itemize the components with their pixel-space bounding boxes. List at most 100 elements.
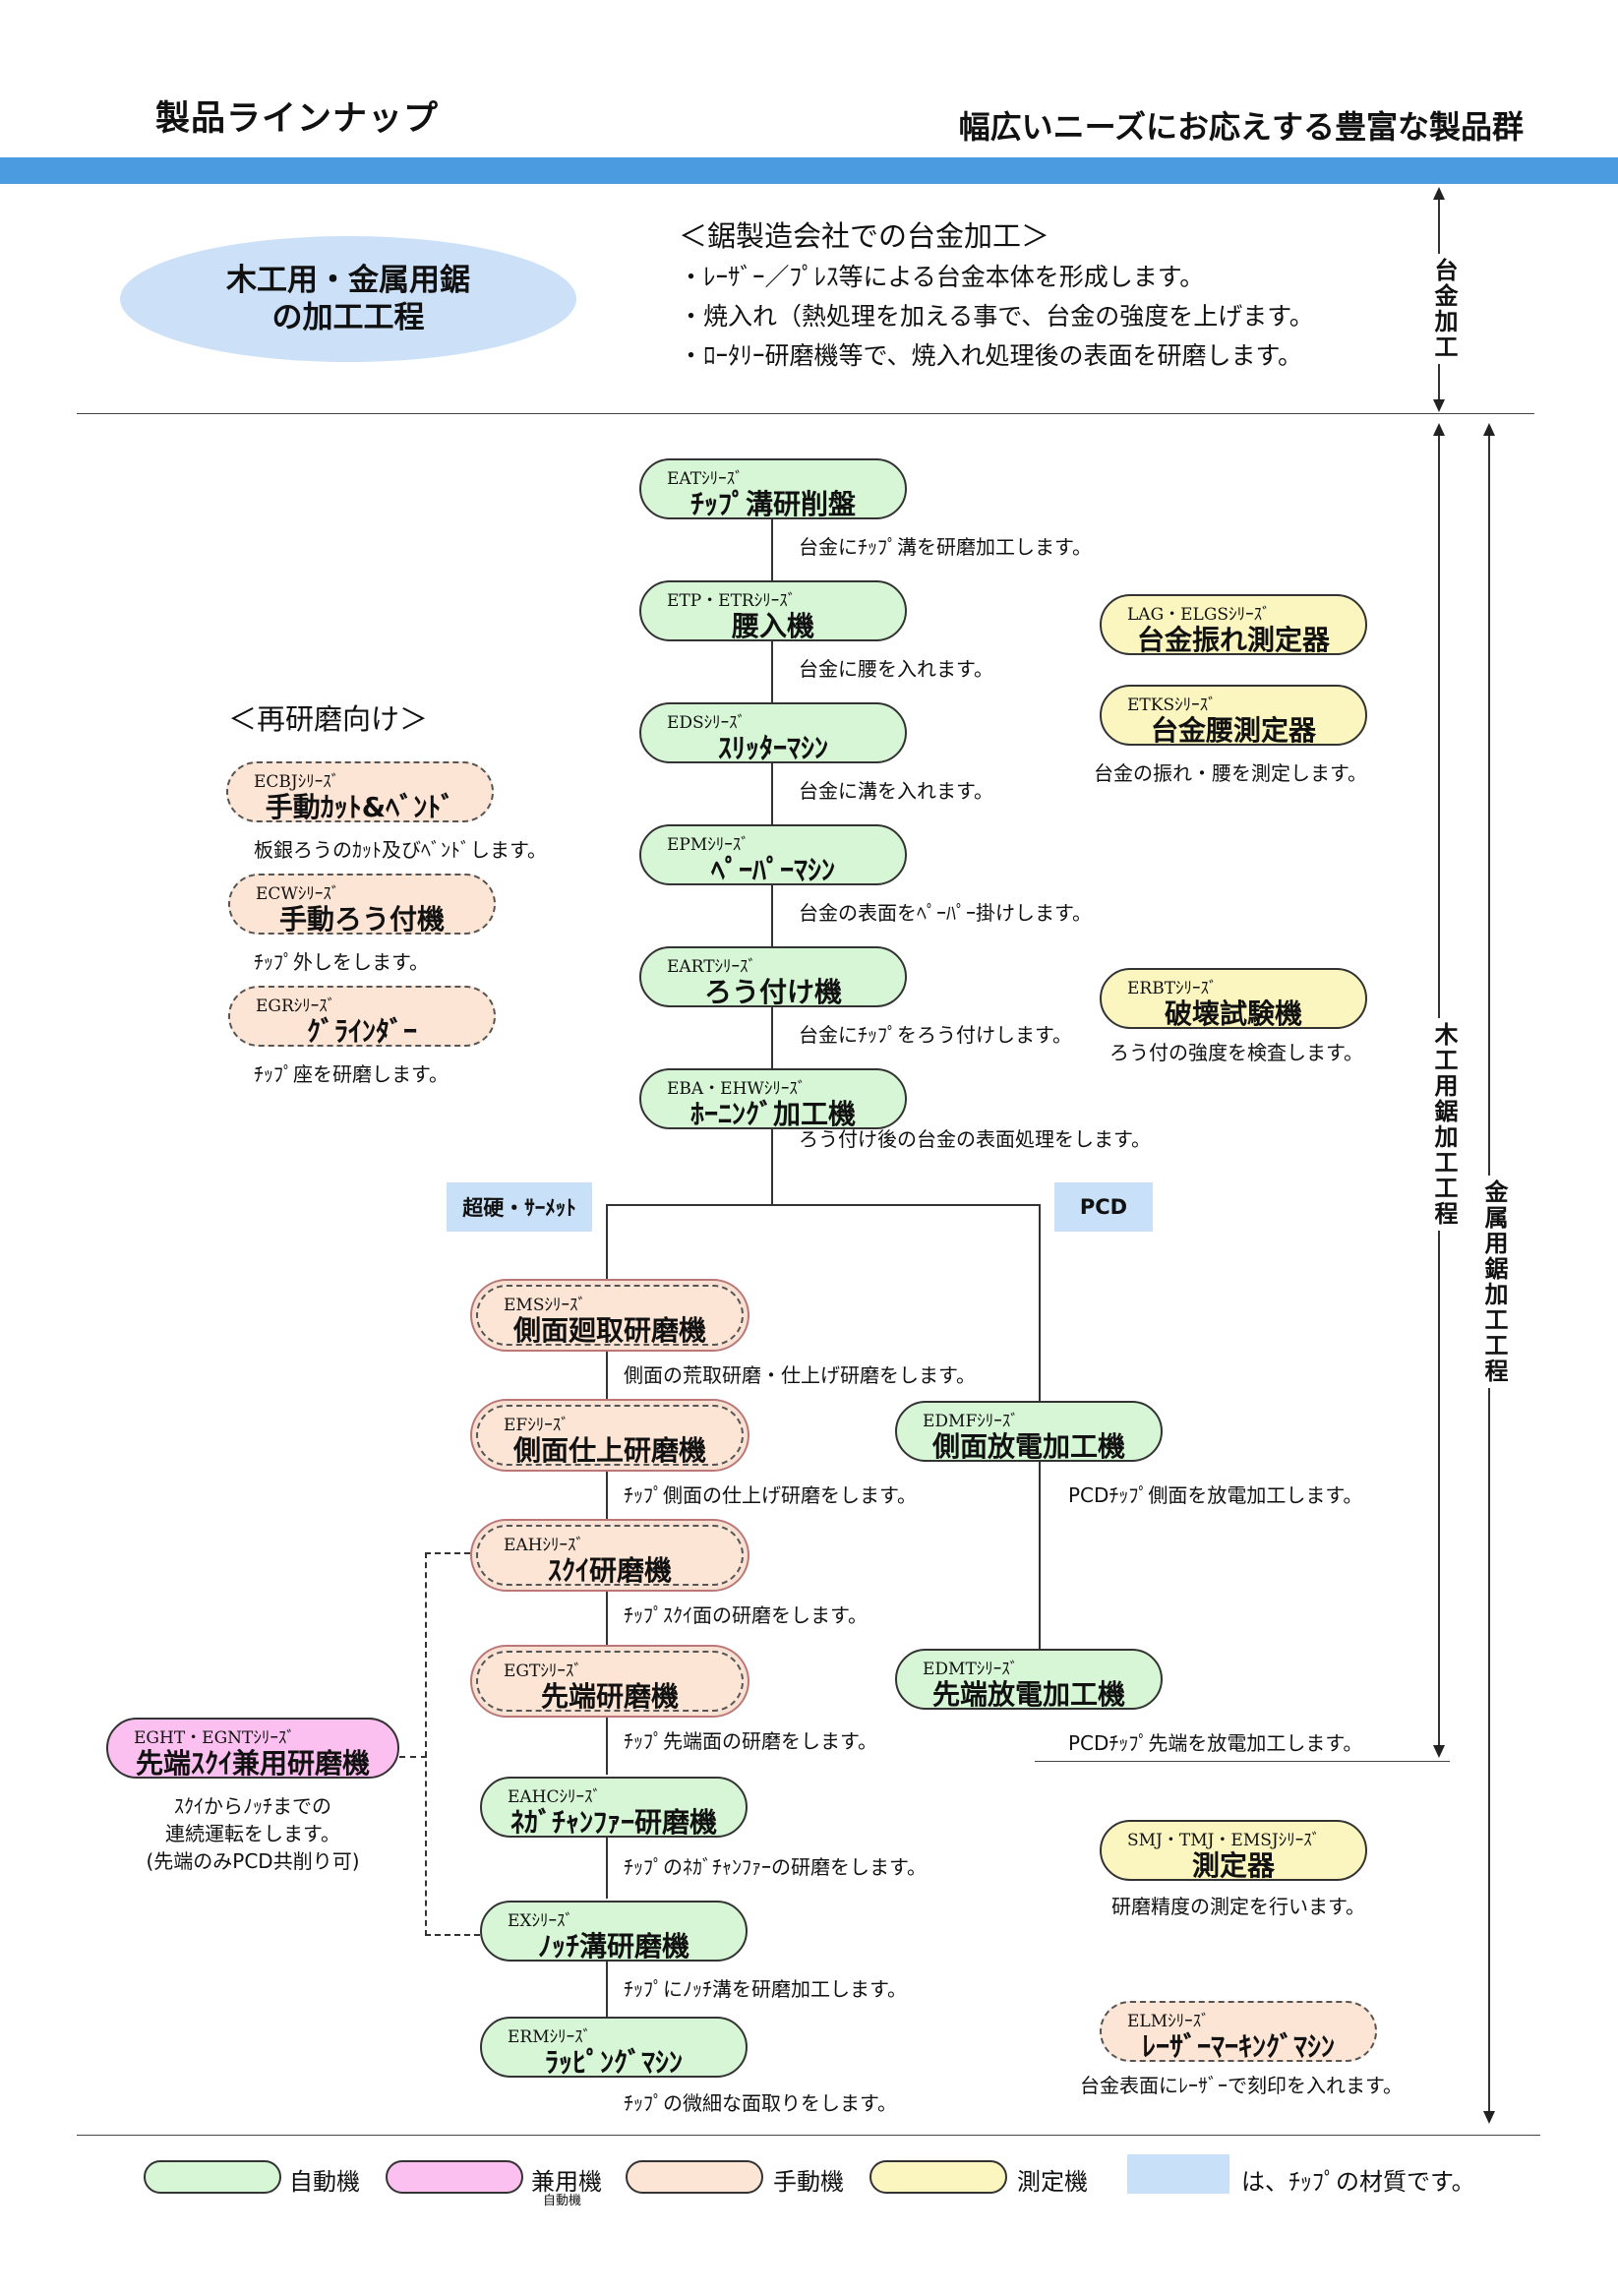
machine-eahc[interactable]: EAHCｼﾘｰｽﾞ ﾈｶﾞﾁｬﾝﾌｧｰ研磨機 bbox=[480, 1777, 748, 1839]
machine-name: 手動ｶｯﾄ&ﾍﾞﾝﾄﾞ bbox=[265, 791, 455, 823]
machine-name: 手動ろう付機 bbox=[278, 903, 445, 936]
series-label: ERMｼﾘｰｽﾞ bbox=[508, 2027, 592, 2047]
machine-etks[interactable]: ETKSｼﾘｰｽﾞ 台金腰測定器 bbox=[1100, 685, 1367, 747]
arrow-head-up-icon bbox=[1433, 187, 1445, 200]
divider-bottom bbox=[77, 2135, 1540, 2136]
series-label: EATｼﾘｰｽﾞ bbox=[667, 469, 744, 489]
machine-eat[interactable]: EATｼﾘｰｽﾞ ﾁｯﾌﾟ溝研削盤 bbox=[639, 458, 907, 520]
machine-desc: PCDﾁｯﾌﾟ先端を放電加工します。 bbox=[1068, 1731, 1363, 1755]
legend-label-manual: 手動機 bbox=[773, 2168, 844, 2196]
machine-name: 腰入機 bbox=[731, 610, 814, 642]
machine-name: ﾉｯﾁ溝研磨機 bbox=[537, 1930, 689, 1963]
divider-wood-end bbox=[1035, 1761, 1450, 1762]
intro-text: ＜鋸製造会社での台金加工＞ ・ﾚｰｻﾞｰ／ﾌﾟﾚｽ等による台金本体を形成します。… bbox=[679, 216, 1314, 376]
machine-name: ｸﾞﾗｲﾝﾀﾞｰ bbox=[306, 1015, 417, 1048]
series-label: EGTｼﾘｰｽﾞ bbox=[504, 1662, 582, 1681]
series-label: EGRｼﾘｰｽﾞ bbox=[256, 997, 336, 1016]
machine-ecw[interactable]: ECWｼﾘｰｽﾞ 手動ろう付機 bbox=[228, 874, 496, 936]
machine-ef[interactable]: EFｼﾘｰｽﾞ 側面仕上研磨機 bbox=[476, 1405, 744, 1467]
machine-eah[interactable]: EAHｼﾘｰｽﾞ ｽｸｲ研磨機 bbox=[476, 1525, 744, 1587]
machine-name: 先端ｽｸｲ兼用研磨機 bbox=[135, 1747, 370, 1780]
machine-name: 破壊試験機 bbox=[1164, 997, 1302, 1030]
machine-desc: PCDﾁｯﾌﾟ側面を放電加工します。 bbox=[1068, 1483, 1363, 1507]
machine-name: ｽﾘｯﾀｰﾏｼﾝ bbox=[717, 732, 828, 764]
machine-name: ﾁｯﾌﾟ溝研削盤 bbox=[689, 488, 856, 520]
connector bbox=[1039, 1204, 1041, 1401]
machine-epm[interactable]: EPMｼﾘｰｽﾞ ﾍﾟｰﾊﾟｰﾏｼﾝ bbox=[639, 824, 907, 886]
connector bbox=[606, 1346, 608, 1401]
machine-etp[interactable]: ETP・ETRｼﾘｰｽﾞ 腰入機 bbox=[639, 580, 907, 642]
machine-eba[interactable]: EBA・EHWｼﾘｰｽﾞ ﾎｰﾆﾝｸﾞ加工機 bbox=[639, 1068, 907, 1130]
connector bbox=[771, 1006, 773, 1077]
machine-ecbj[interactable]: ECBJｼﾘｰｽﾞ 手動ｶｯﾄ&ﾍﾞﾝﾄﾞ bbox=[226, 761, 494, 823]
combo-bracket bbox=[425, 1552, 480, 1936]
connector bbox=[606, 1962, 608, 2017]
series-label: EFｼﾘｰｽﾞ bbox=[504, 1416, 569, 1435]
divider-top bbox=[77, 413, 1534, 414]
legend-swatch-auto bbox=[144, 2160, 281, 2194]
machine-name: 側面廻取研磨機 bbox=[512, 1314, 706, 1347]
machine-desc: ろう付け後の台金の表面処理をします。 bbox=[799, 1127, 1151, 1151]
legend-label-combo: 兼用機 bbox=[531, 2168, 602, 2196]
combo-link bbox=[399, 1756, 427, 1758]
connector bbox=[606, 1204, 608, 1279]
connector bbox=[771, 640, 773, 711]
machine-desc: ﾁｯﾌﾟｽｸｲ面の研磨をします。 bbox=[624, 1603, 868, 1627]
machine-smj[interactable]: SMJ・TMJ・EMSJｼﾘｰｽﾞ 測定器 bbox=[1100, 1820, 1367, 1882]
machine-desc: 台金にﾁｯﾌﾟ溝を研磨加工します。 bbox=[799, 535, 1092, 559]
machine-name: 先端放電加工機 bbox=[931, 1678, 1125, 1711]
connector bbox=[606, 1712, 608, 1775]
machine-name: 台金腰測定器 bbox=[1150, 714, 1316, 747]
machine-edmt[interactable]: EDMTｼﾘｰｽﾞ 先端放電加工機 bbox=[895, 1649, 1163, 1711]
arrow-head-down-icon bbox=[1433, 1745, 1445, 1758]
machine-ems[interactable]: EMSｼﾘｰｽﾞ 側面廻取研磨機 bbox=[476, 1285, 744, 1347]
arrow-head-down-icon bbox=[1483, 2111, 1495, 2124]
combo-desc-line: 連続運転をします。 bbox=[165, 1822, 340, 1845]
machine-desc: ろう付の強度を検査します。 bbox=[1109, 1041, 1363, 1064]
side-label-metal: 金属用鋸加工工程 bbox=[1477, 1176, 1512, 1388]
series-label: EDMFｼﾘｰｽﾞ bbox=[923, 1412, 1019, 1431]
series-label: ELMｼﾘｰｽﾞ bbox=[1127, 2012, 1210, 2031]
series-label: ETP・ETRｼﾘｰｽﾞ bbox=[667, 591, 797, 611]
machine-egr[interactable]: EGRｼﾘｰｽﾞ ｸﾞﾗｲﾝﾀﾞｰ bbox=[228, 986, 496, 1048]
series-label: ECWｼﾘｰｽﾞ bbox=[256, 884, 340, 904]
machine-desc: ﾁｯﾌﾟ先端面の研磨をします。 bbox=[624, 1729, 877, 1753]
machine-erm[interactable]: ERMｼﾘｰｽﾞ ﾗｯﾋﾟﾝｸﾞﾏｼﾝ bbox=[480, 2017, 748, 2079]
machine-eght[interactable]: EGHT・EGNTｼﾘｰｽﾞ 先端ｽｸｲ兼用研磨機 bbox=[106, 1718, 399, 1780]
side-label-top: 台金加工 bbox=[1427, 254, 1462, 364]
connector bbox=[606, 1466, 608, 1521]
series-label: ECBJｼﾘｰｽﾞ bbox=[254, 772, 340, 792]
machine-eds[interactable]: EDSｼﾘｰｽﾞ ｽﾘｯﾀｰﾏｼﾝ bbox=[639, 702, 907, 764]
branch-line bbox=[606, 1204, 1041, 1206]
series-label: EGHT・EGNTｼﾘｰｽﾞ bbox=[134, 1728, 295, 1748]
machine-desc: 台金の表面をﾍﾟｰﾊﾟｰ掛けします。 bbox=[799, 901, 1092, 925]
machine-name: ﾗｯﾋﾟﾝｸﾞﾏｼﾝ bbox=[544, 2046, 683, 2079]
machine-lag[interactable]: LAG・ELGSｼﾘｰｽﾞ 台金振れ測定器 bbox=[1100, 594, 1367, 656]
connector bbox=[606, 1836, 608, 1899]
connector bbox=[771, 762, 773, 833]
series-label: EBA・EHWｼﾘｰｽﾞ bbox=[667, 1079, 807, 1099]
series-label: EDMTｼﾘｰｽﾞ bbox=[923, 1660, 1019, 1679]
machine-egt[interactable]: EGTｼﾘｰｽﾞ 先端研磨機 bbox=[476, 1651, 744, 1713]
machine-desc: 研磨精度の測定を行います。 bbox=[1111, 1895, 1365, 1918]
machine-desc: ﾁｯﾌﾟ座を研磨します。 bbox=[254, 1062, 449, 1086]
ellipse-line1: 木工用・金属用鋸 bbox=[226, 263, 470, 298]
machine-name: ﾚｰｻﾞｰﾏｰｷﾝｸﾞﾏｼﾝ bbox=[1141, 2030, 1335, 2063]
machine-erbt[interactable]: ERBTｼﾘｰｽﾞ 破壊試験機 bbox=[1100, 968, 1367, 1030]
machine-edmf[interactable]: EDMFｼﾘｰｽﾞ 側面放電加工機 bbox=[895, 1401, 1163, 1463]
machine-eart[interactable]: EARTｼﾘｰｽﾞ ろう付け機 bbox=[639, 946, 907, 1008]
machine-desc: 台金の振れ・腰を測定します。 bbox=[1094, 761, 1367, 785]
machine-desc: 台金にﾁｯﾌﾟをろう付けします。 bbox=[799, 1023, 1072, 1047]
ellipse-line2: の加工工程 bbox=[271, 300, 425, 335]
machine-name: ﾍﾟｰﾊﾟｰﾏｼﾝ bbox=[710, 854, 835, 886]
series-label: EXｼﾘｰｽﾞ bbox=[508, 1911, 574, 1931]
machine-desc: ﾁｯﾌﾟ外しをします。 bbox=[254, 950, 429, 974]
side-label-wood: 木工用鋸加工工程 bbox=[1427, 1018, 1462, 1231]
machine-desc: ﾁｯﾌﾟにﾉｯﾁ溝を研磨加工します。 bbox=[624, 1977, 907, 2001]
legend-label-auto: 自動機 bbox=[289, 2168, 360, 2196]
legend-swatch-combo bbox=[386, 2160, 523, 2194]
machine-elm[interactable]: ELMｼﾘｰｽﾞ ﾚｰｻﾞｰﾏｰｷﾝｸﾞﾏｼﾝ bbox=[1100, 2001, 1377, 2063]
combo-desc-line: ｽｸｲからﾉｯﾁまでの bbox=[174, 1794, 331, 1818]
header-bar bbox=[0, 157, 1618, 184]
machine-ex[interactable]: EXｼﾘｰｽﾞ ﾉｯﾁ溝研磨機 bbox=[480, 1901, 748, 1963]
